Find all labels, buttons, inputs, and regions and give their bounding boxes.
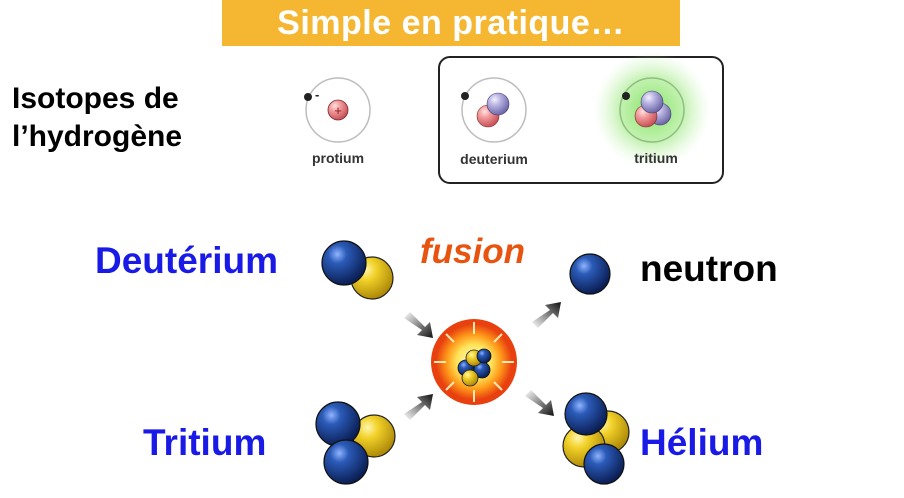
fusion-label: fusion <box>420 232 525 271</box>
tritium-nucleus-icon <box>315 401 396 485</box>
arrow-tritium-to-fusion-icon <box>404 394 433 420</box>
header-banner: Simple en pratique… <box>222 0 680 46</box>
deuterium-atom-icon <box>461 77 527 143</box>
deuterium-nucleus-icon <box>321 240 394 300</box>
deuterium-caption: deuterium <box>460 151 528 167</box>
neutron-label: neutron <box>640 248 778 289</box>
tritium-label: Tritium <box>143 422 267 463</box>
isotopes-label-line-2: l’hydrogène <box>12 120 183 153</box>
neutron-icon <box>569 253 611 295</box>
page-title: Simple en pratique… <box>277 3 625 42</box>
protium-atom-icon <box>304 77 371 143</box>
protium-caption: protium <box>311 150 365 166</box>
helium-nucleus-icon <box>562 392 630 485</box>
helium-label: Hélium <box>640 422 764 463</box>
proton-sign: + <box>334 103 342 118</box>
arrow-deuterium-to-fusion-icon <box>404 312 433 338</box>
isotopes-label-line-1: Isotopes de <box>12 82 179 115</box>
tritium-atom-icon <box>594 52 710 168</box>
arrow-fusion-to-helium-icon <box>525 390 554 416</box>
isotopes-section-label: Isotopes de l’hydrogène <box>12 80 182 156</box>
deuterium-label: Deutérium <box>95 240 278 281</box>
tritium-caption: tritium <box>634 150 678 166</box>
fusion-burst-icon <box>431 319 517 405</box>
isotope-group-box <box>438 56 724 184</box>
arrow-fusion-to-neutron-icon <box>532 302 561 328</box>
electron-sign: - <box>315 87 319 102</box>
